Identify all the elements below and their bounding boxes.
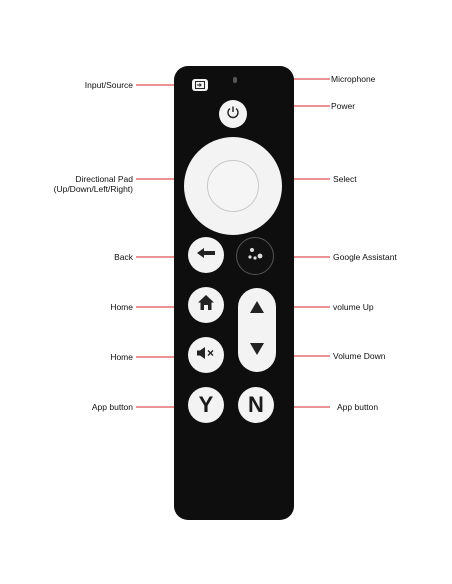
label-app-button-left: App button: [91, 402, 133, 412]
back-button[interactable]: [188, 237, 224, 273]
label-home-2: Home: [110, 352, 133, 362]
mute-icon: [196, 346, 216, 365]
label-input-source: Input/Source: [84, 80, 133, 90]
volume-up-button[interactable]: [238, 288, 276, 330]
volume-rocker: [238, 288, 276, 372]
remote-control-body: Y N: [174, 66, 294, 520]
label-google-assistant: Google Assistant: [333, 252, 397, 262]
app-button-n-letter: N: [248, 392, 264, 417]
input-source-icon: [195, 76, 205, 94]
label-home-1: Home: [110, 302, 133, 312]
home-button[interactable]: [188, 287, 224, 323]
app-button-y[interactable]: Y: [188, 387, 224, 423]
label-power: Power: [331, 101, 356, 111]
power-icon: [226, 105, 240, 124]
back-arrow-icon: [196, 246, 216, 264]
microphone-hole: [233, 77, 237, 83]
app-button-y-letter: Y: [198, 392, 214, 417]
home-icon: [197, 294, 215, 317]
label-directional-pad: Directional Pad (Up/Down/Left/Right): [54, 174, 133, 194]
google-assistant-button[interactable]: [236, 237, 274, 275]
input-source-button[interactable]: [192, 79, 208, 91]
label-directional-pad-line1: Directional Pad: [75, 174, 133, 184]
app-button-n[interactable]: N: [238, 387, 274, 423]
select-button[interactable]: [207, 160, 259, 212]
label-directional-pad-line2: (Up/Down/Left/Right): [53, 184, 133, 194]
mute-button[interactable]: [188, 337, 224, 373]
label-app-button-right: App button: [337, 402, 379, 412]
triangle-up-icon: [250, 300, 264, 318]
label-volume-down: Volume Down: [333, 351, 386, 361]
label-volume-up: volume Up: [333, 302, 374, 312]
label-back: Back: [114, 252, 133, 262]
power-button[interactable]: [219, 100, 247, 128]
directional-pad[interactable]: [184, 137, 282, 235]
volume-down-button[interactable]: [238, 330, 276, 372]
label-microphone: Microphone: [331, 74, 376, 84]
google-assistant-icon: [246, 246, 264, 267]
label-select: Select: [333, 174, 357, 184]
triangle-down-icon: [250, 342, 264, 360]
